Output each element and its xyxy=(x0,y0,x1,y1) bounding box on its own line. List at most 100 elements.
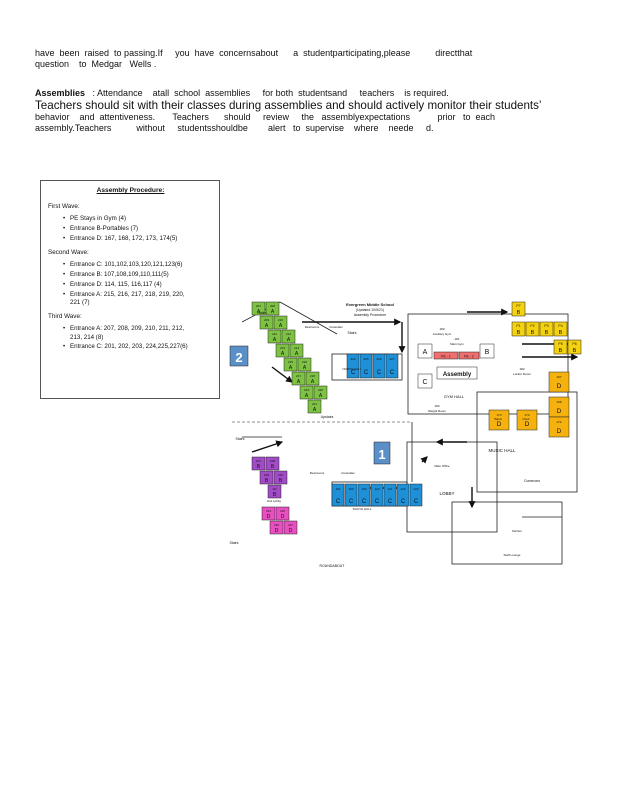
room-entrance: D xyxy=(525,421,530,428)
paragraph-line: Assemblies : Attendance atall school ass… xyxy=(35,88,595,99)
paragraph-line: assembly.Teachers without studentsshould… xyxy=(35,123,434,133)
room-entrance: A xyxy=(319,393,323,399)
wave-1-number: 1 xyxy=(378,447,385,462)
room-number: 224 xyxy=(350,357,355,361)
room-number: 215 xyxy=(288,360,293,364)
room-entrance: A xyxy=(305,393,309,399)
room-green-220 xyxy=(313,385,328,400)
portable-P7 xyxy=(511,301,526,317)
room-number: 174 xyxy=(524,413,529,417)
room-entrance: A xyxy=(289,365,293,371)
map-title: Evergreen Middle School xyxy=(346,302,394,307)
entrance-letter: B xyxy=(485,349,490,356)
wave-2-marker xyxy=(229,345,249,367)
room-number: 218 xyxy=(310,374,315,378)
room-number: P1 xyxy=(516,324,520,328)
room-blue-123 xyxy=(409,483,423,507)
room-entrance: C xyxy=(390,370,395,376)
portable-P5 xyxy=(553,339,568,355)
room-entrance: A xyxy=(257,309,261,315)
room-blue-227 xyxy=(385,353,399,379)
map-label: Restrooms xyxy=(305,325,320,329)
map-label: Custodian xyxy=(341,471,355,475)
room-number: 109 xyxy=(264,473,269,477)
room-entrance: B xyxy=(273,492,277,498)
room-entrance: A xyxy=(311,379,315,385)
room-blue-103 xyxy=(357,483,371,507)
assemblies-text: : Attendance atall school assemblies for… xyxy=(85,88,449,98)
room-number: 217 xyxy=(296,374,301,378)
map-label: Restrooms xyxy=(310,471,325,475)
wave-list: Entrance C: 101,102,103,120,121,123(6) En… xyxy=(63,261,213,307)
room-entrance: B xyxy=(573,348,577,354)
room-number: 227 xyxy=(389,357,394,361)
room-entrance: B xyxy=(559,330,563,336)
paragraph-line: have been raised to passing.If you have … xyxy=(35,48,473,58)
room-number: 208 xyxy=(270,304,275,308)
wave-item: Entrance D: 167, 168, 172, 173, 174(5) xyxy=(63,235,213,243)
room-entrance: D xyxy=(289,528,293,534)
room-number: 110 xyxy=(278,473,283,477)
room-number: 168 xyxy=(556,400,561,404)
room-entrance: C xyxy=(362,499,367,505)
room-entrance: B xyxy=(545,330,549,336)
wave-1-marker xyxy=(373,441,391,465)
room-number: 219 xyxy=(304,388,309,392)
entrance-letter: C xyxy=(422,379,427,386)
building-outline xyxy=(451,501,563,565)
room-entrance: B xyxy=(265,478,269,484)
room-entrance: A xyxy=(281,351,285,357)
route-arrow xyxy=(271,366,293,383)
room-number: 111 xyxy=(272,487,277,491)
room-green-221 xyxy=(307,399,322,414)
room-entrance: B xyxy=(257,464,261,470)
assembly-procedure-box: Assembly Procedure: First Wave:PE Stays … xyxy=(40,180,220,399)
room-number: 209 xyxy=(264,318,269,322)
room-entrance: A xyxy=(271,309,275,315)
room-entrance: C xyxy=(377,370,382,376)
wave-item: Entrance C: 101,102,103,120,121,123(6) xyxy=(63,261,213,269)
room-orange-174 xyxy=(516,409,538,431)
room-green-212 xyxy=(281,329,296,344)
map-label: Stairs xyxy=(348,331,357,335)
room-entrance: B xyxy=(271,464,275,470)
map-label: ROUNDABOUT xyxy=(320,564,346,568)
room-green-216 xyxy=(297,357,312,372)
wave-item: Entrance A: 215, 216, 217, 218, 219, 220… xyxy=(63,291,213,307)
room-number: 226 xyxy=(376,357,381,361)
room-number: 207 xyxy=(256,304,261,308)
room-entrance: D xyxy=(557,428,562,435)
room-number: 116 xyxy=(274,523,279,527)
map-label: Locker Room xyxy=(513,372,531,376)
room-green-208 xyxy=(265,301,280,316)
map-label: Kitchen xyxy=(512,529,522,533)
wave-item: Entrance D: 114, 115, 116,117 (4) xyxy=(63,281,213,289)
map-label: Choir xyxy=(522,417,529,421)
portable-P6 xyxy=(567,339,582,355)
room-orange-167 xyxy=(548,371,570,393)
room-number: 108 xyxy=(270,459,275,463)
entrance-letter: A xyxy=(423,349,428,356)
room-green-213 xyxy=(275,343,290,358)
room-green-211 xyxy=(267,329,282,344)
room-number: P4 xyxy=(558,324,562,328)
room-orange-172 xyxy=(548,416,570,438)
map-label: Main Gym xyxy=(450,342,464,346)
lobby-label: LOBBY xyxy=(439,491,454,496)
map-label: Stairs xyxy=(236,437,245,441)
room-entrance: A xyxy=(265,323,269,329)
room-blue-122 xyxy=(396,483,410,507)
procedure-waves: First Wave:PE Stays in Gym (4)Entrance B… xyxy=(48,203,213,352)
map-label: 2nd Lobby xyxy=(267,499,282,503)
room-green-210 xyxy=(273,315,288,330)
room-entrance: B xyxy=(559,348,563,354)
room-green-214 xyxy=(289,343,304,358)
map-label: Stairs xyxy=(230,541,239,545)
room-number: 221 xyxy=(312,402,317,406)
route-arrow xyxy=(251,440,284,453)
room-entrance: B xyxy=(517,330,521,336)
room-entrance: A xyxy=(313,407,317,413)
room-entrance: C xyxy=(414,499,419,505)
wing-wall xyxy=(279,301,338,335)
procedure-title: Assembly Procedure: xyxy=(96,187,165,194)
